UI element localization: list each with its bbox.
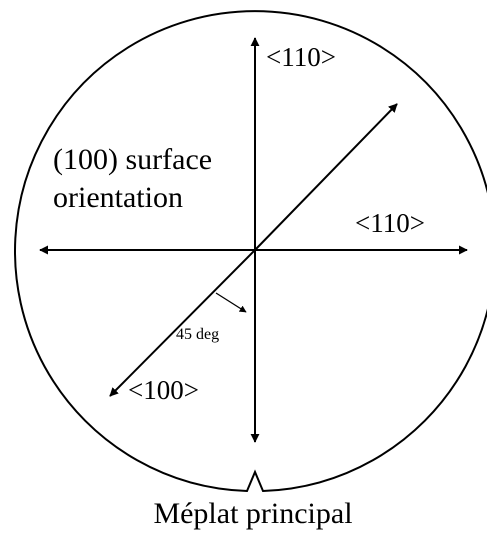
label-angle: 45 deg [176, 326, 219, 343]
label-direction-right: <110> [355, 208, 425, 238]
label-direction-bottom-left: <100> [128, 375, 199, 405]
angle-indicator-arrow [215, 292, 247, 313]
label-surface-line1: (100) surface [53, 143, 212, 176]
label-surface-line2: orientation [53, 181, 183, 214]
label-direction-top: <110> [266, 42, 336, 72]
axis-diagonal-arrow-lower-left [109, 249, 256, 397]
label-flat-caption: Méplat principal [153, 497, 352, 530]
wafer-outline [14, 10, 487, 493]
axis-diagonal-arrow-upper-right [254, 103, 398, 251]
